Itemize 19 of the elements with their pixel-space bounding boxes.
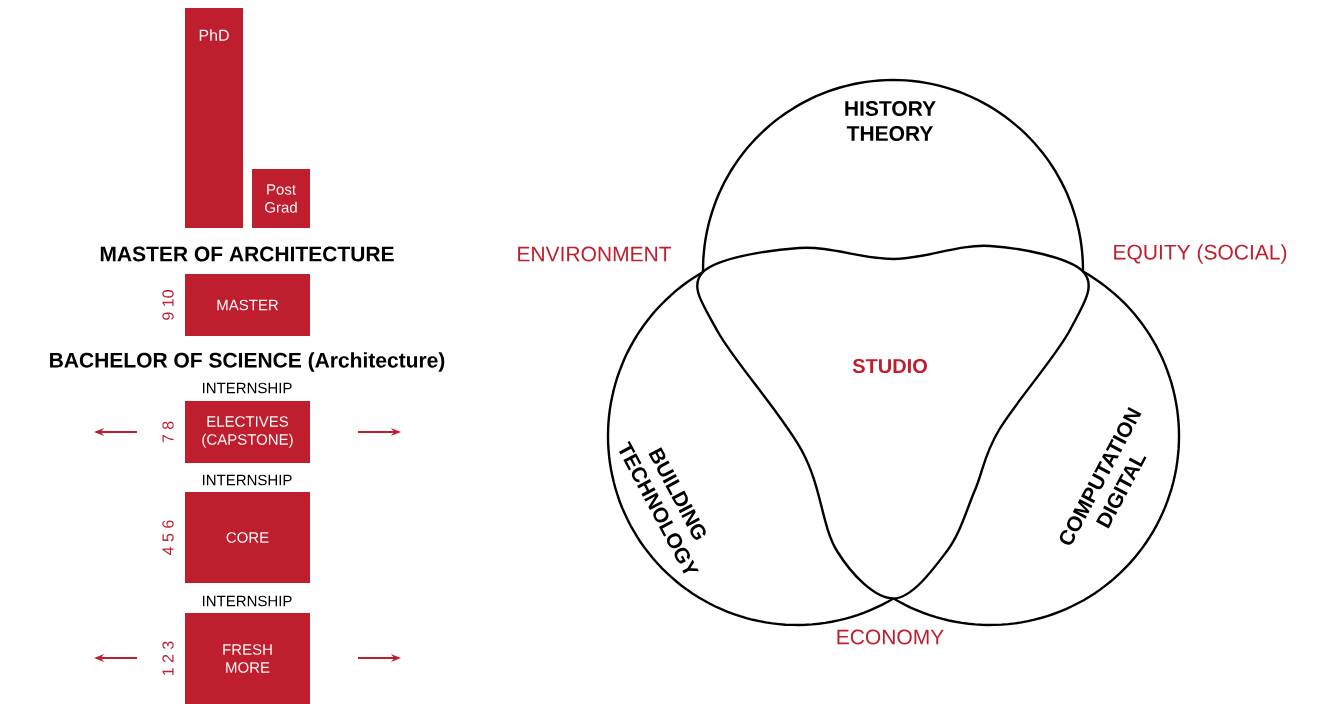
program-bar: Post Grad	[252, 169, 310, 228]
theme-label: EQUITY (SOCIAL)	[1114, 244, 1287, 264]
program-bar: FRESH MORE	[185, 613, 310, 704]
year-numbers: 9 10	[162, 290, 174, 320]
program-bar: ELECTIVES (CAPSTONE)	[185, 401, 310, 463]
internship-label: INTERNSHIP	[202, 595, 292, 607]
section-heading: BACHELOR OF SCIENCE (Architecture)	[50, 352, 445, 372]
year-numbers: 7 8	[162, 421, 174, 443]
program-bar: PhD	[185, 8, 243, 228]
theme-label: ENVIRONMENT	[518, 246, 672, 262]
program-bar: MASTER	[185, 274, 310, 336]
theme-label: ECONOMY	[837, 629, 944, 645]
internship-label: INTERNSHIP	[202, 474, 292, 486]
circle-label: HISTORY THEORY	[845, 101, 936, 141]
section-heading: MASTER OF ARCHITECTURE	[100, 246, 394, 262]
program-bar: CORE	[185, 492, 310, 583]
year-numbers: 1 2 3	[162, 641, 174, 676]
studio-label: STUDIO	[852, 358, 927, 374]
year-numbers: 4 5 6	[162, 520, 174, 555]
